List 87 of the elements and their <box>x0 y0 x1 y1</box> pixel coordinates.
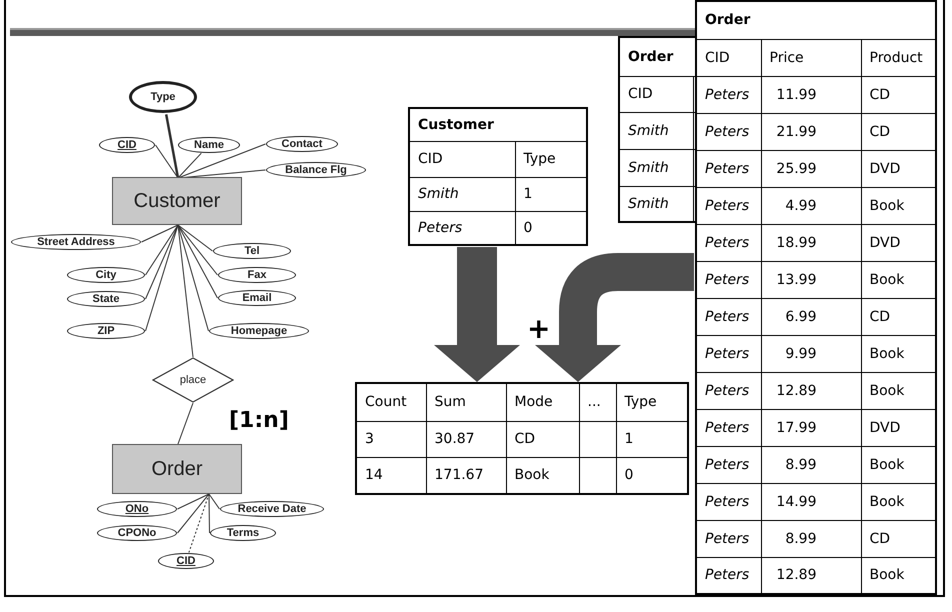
attribute-ellipse: Tel <box>213 243 291 259</box>
table-value: 8.99 <box>761 520 861 557</box>
table-value: 13.99 <box>761 261 861 298</box>
table-value: Peters <box>696 224 761 261</box>
table-value: 30.87 <box>426 421 506 457</box>
connector-line <box>178 224 209 332</box>
table-value: Peters <box>696 261 761 298</box>
table-value: Peters <box>696 76 761 113</box>
data-table <box>618 36 698 223</box>
attribute-ellipse: Street Address <box>11 234 141 250</box>
attribute-ellipse: ZIP <box>67 323 145 339</box>
column-header: CID <box>619 76 693 112</box>
plus-sign: + <box>527 312 550 345</box>
table-value: 21.99 <box>761 113 861 150</box>
attribute-ellipse: City <box>67 267 145 283</box>
attribute-ellipse: Contact <box>266 136 338 152</box>
table-value: 12.89 <box>761 372 861 409</box>
data-table <box>355 382 689 495</box>
table-value: Smith <box>409 177 515 211</box>
connector-line <box>178 224 194 358</box>
column-header: Count <box>356 383 426 421</box>
connector-line <box>178 144 266 178</box>
attribute-ellipse: Email <box>218 290 296 306</box>
data-table <box>695 0 938 595</box>
table-value: Peters <box>696 150 761 187</box>
connector-line <box>177 494 210 534</box>
relationship-diamond: place <box>152 357 234 403</box>
attribute-ellipse: CPONo <box>97 525 177 541</box>
table-value: Peters <box>696 298 761 335</box>
entity-box: Order <box>112 444 242 494</box>
table-value: CD <box>506 421 579 457</box>
connector-line <box>208 494 220 510</box>
attribute-ellipse: Fax <box>218 267 296 283</box>
attribute-ellipse: Balance Flg <box>266 162 366 178</box>
cardinality-label: [1:n] <box>229 408 289 433</box>
column-header: CID <box>409 141 515 177</box>
connector-line <box>155 144 178 178</box>
connector-line <box>178 152 202 178</box>
connector-line <box>177 494 210 510</box>
connector-line <box>141 224 178 242</box>
connector-line <box>178 224 218 276</box>
attribute-ellipse: Name <box>178 137 240 153</box>
entity-box: Customer <box>112 177 242 225</box>
connector-line <box>208 494 210 534</box>
column-header: Mode <box>506 383 579 421</box>
table-value: Peters <box>696 372 761 409</box>
table-value: 25.99 <box>761 150 861 187</box>
attribute-ellipse: CID <box>158 553 214 569</box>
column-header: CID <box>696 39 761 76</box>
table-value: 8.99 <box>761 446 861 483</box>
table-value: Peters <box>696 446 761 483</box>
table-value: Peters <box>696 409 761 446</box>
table-value: Smith <box>619 149 693 186</box>
attribute-ellipse: State <box>67 291 145 307</box>
table-value: Peters <box>696 113 761 150</box>
table-value: Peters <box>696 520 761 557</box>
column-header: ... <box>579 383 616 421</box>
table-value: 9.99 <box>761 335 861 372</box>
connector-line <box>145 224 178 276</box>
connector-line <box>178 402 194 444</box>
data-table <box>408 107 588 246</box>
arrow <box>434 247 520 382</box>
connector-line <box>145 224 178 332</box>
attribute-ellipse: CID <box>99 137 155 153</box>
table-value: 4.99 <box>761 187 861 224</box>
attribute-ellipse: Receive Date <box>220 501 324 517</box>
connector-line <box>188 494 210 553</box>
attribute-ellipse: Type <box>129 81 197 113</box>
table-value: 18.99 <box>761 224 861 261</box>
table-value: 11.99 <box>761 76 861 113</box>
column-header: Sum <box>426 383 506 421</box>
attribute-ellipse: Homepage <box>209 323 309 339</box>
connector-line <box>178 224 218 298</box>
table-value: 3 <box>356 421 426 457</box>
connector-line <box>164 114 180 178</box>
attribute-ellipse: Terms <box>210 525 276 541</box>
table-value: Peters <box>696 335 761 372</box>
attribute-ellipse: ONo <box>97 501 177 517</box>
table-value: Peters <box>696 187 761 224</box>
table-value: Smith <box>619 112 693 149</box>
table-value: 14.99 <box>761 483 861 520</box>
connector-line <box>145 224 178 300</box>
table-value: Peters <box>696 483 761 520</box>
column-header: Price <box>761 39 861 76</box>
table-value: 6.99 <box>761 298 861 335</box>
connector-line <box>178 224 213 252</box>
table-value: 17.99 <box>761 409 861 446</box>
